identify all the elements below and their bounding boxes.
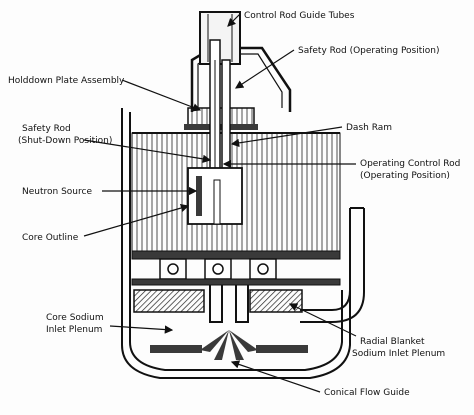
label-safety-rod-shutdown-position: (Shut-Down Position)	[18, 136, 112, 146]
central-support-column	[209, 285, 249, 323]
label-sodium-inlet-plenum: Sodium Inlet Plenum	[352, 349, 445, 359]
label-core-sodium: Core Sodium	[46, 313, 104, 323]
reactor-vessel	[121, 108, 351, 379]
outlet-pipe	[300, 207, 365, 323]
label-conical-flow-guide: Conical Flow Guide	[324, 388, 410, 398]
label-core-outline: Core Outline	[22, 233, 79, 243]
label-safety-rod-shutdown: Safety Rod	[22, 124, 71, 134]
label-radial-blanket: Radial Blanket	[360, 337, 425, 347]
lower-support-grid	[131, 250, 341, 286]
label-safety-rod-operating: Safety Rod (Operating Position)	[298, 46, 440, 56]
label-control-rod-guide-tubes: Control Rod Guide Tubes	[244, 11, 355, 21]
leader-lines	[83, 13, 357, 393]
radial-blanket-plenum-block	[249, 289, 303, 313]
label-operating-control-rod-position: (Operating Position)	[360, 171, 450, 181]
label-inlet-plenum: Inlet Plenum	[46, 325, 102, 335]
label-holddown-plate-assembly: Holddown Plate Assembly	[8, 76, 125, 86]
diagram-labels: Control Rod Guide Tubes Safety Rod (Oper…	[8, 11, 460, 398]
core-sodium-plenum-block	[133, 289, 205, 313]
label-neutron-source: Neutron Source	[22, 187, 92, 197]
label-dash-ram: Dash Ram	[346, 123, 392, 133]
conical-flow-guide-shape	[200, 330, 258, 360]
label-operating-control-rod: Operating Control Rod	[360, 159, 460, 169]
